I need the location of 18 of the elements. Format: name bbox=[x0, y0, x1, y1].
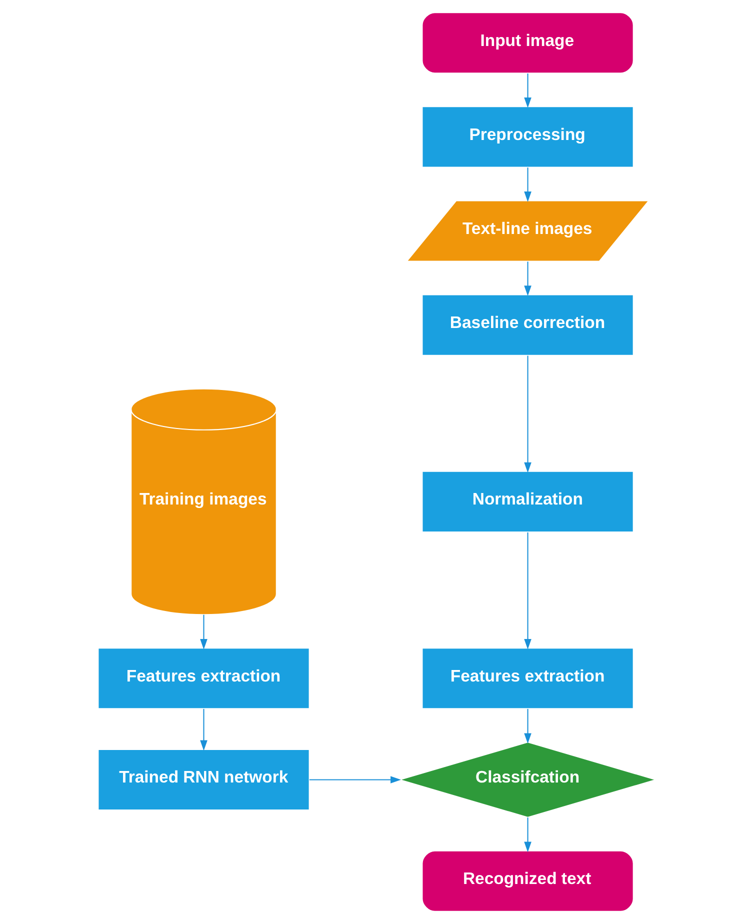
arrow bbox=[524, 74, 531, 108]
node-box: Preprocessing bbox=[421, 106, 634, 168]
arrow bbox=[308, 776, 400, 784]
node-box: Normalization bbox=[421, 470, 634, 533]
node-box: Baseline correction bbox=[421, 294, 634, 356]
arrow bbox=[524, 532, 531, 650]
arrow bbox=[524, 356, 531, 473]
arrow bbox=[200, 708, 207, 751]
arrow bbox=[524, 262, 531, 296]
arrow bbox=[200, 614, 207, 650]
arrow bbox=[524, 168, 531, 202]
node-box: Input image bbox=[421, 12, 634, 74]
node-box: Features extraction bbox=[421, 648, 634, 710]
node-box: Features extraction bbox=[97, 648, 310, 710]
arrow bbox=[524, 818, 531, 852]
node-box: Recognized text bbox=[421, 850, 634, 912]
node-box: Trained RNN network bbox=[97, 748, 310, 811]
arrow bbox=[524, 708, 531, 744]
